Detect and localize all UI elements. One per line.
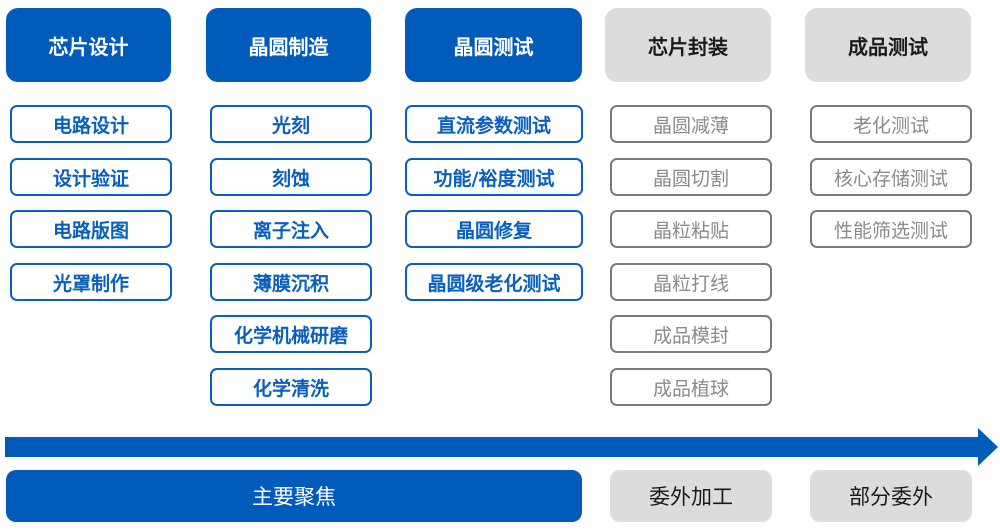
stage-header-wafer-fab: 晶圆制造 bbox=[206, 8, 371, 82]
step-thin-film: 薄膜沉积 bbox=[210, 263, 372, 301]
process-flow-arrow bbox=[5, 437, 981, 457]
step-burn-in-test: 老化测试 bbox=[810, 105, 972, 143]
step-wafer-burn-in: 晶圆级老化测试 bbox=[405, 263, 583, 301]
step-design-verification: 设计验证 bbox=[10, 158, 172, 196]
step-wafer-thinning: 晶圆减薄 bbox=[610, 105, 772, 143]
main-focus-bar: 主要聚焦 bbox=[6, 470, 582, 522]
step-circuit-design: 电路设计 bbox=[10, 105, 172, 143]
step-molding: 成品模封 bbox=[610, 315, 772, 353]
step-core-storage-test: 核心存储测试 bbox=[810, 158, 972, 196]
stage-header-chip-packaging: 芯片封装 bbox=[605, 8, 771, 82]
right-arrow-icon bbox=[978, 428, 998, 466]
stage-header-chip-design: 芯片设计 bbox=[6, 8, 171, 82]
outsourced-bar: 委外加工 bbox=[610, 470, 772, 522]
step-dc-param-test: 直流参数测试 bbox=[405, 105, 583, 143]
stage-header-wafer-test: 晶圆测试 bbox=[405, 8, 582, 82]
step-wafer-dicing: 晶圆切割 bbox=[610, 158, 772, 196]
step-function-margin-test: 功能/裕度测试 bbox=[405, 158, 583, 196]
step-circuit-layout: 电路版图 bbox=[10, 210, 172, 248]
step-etching: 刻蚀 bbox=[210, 158, 372, 196]
stage-header-final-test: 成品测试 bbox=[805, 8, 971, 82]
step-wire-bond: 晶粒打线 bbox=[610, 263, 772, 301]
step-ball-mount: 成品植球 bbox=[610, 368, 772, 406]
step-cmp: 化学机械研磨 bbox=[210, 315, 372, 353]
step-lithography: 光刻 bbox=[210, 105, 372, 143]
partial-outsourced-bar: 部分委外 bbox=[810, 470, 972, 522]
step-ion-implant: 离子注入 bbox=[210, 210, 372, 248]
step-performance-screen-test: 性能筛选测试 bbox=[810, 210, 972, 248]
step-chemical-clean: 化学清洗 bbox=[210, 368, 372, 406]
step-die-attach: 晶粒粘贴 bbox=[610, 210, 772, 248]
step-wafer-repair: 晶圆修复 bbox=[405, 210, 583, 248]
step-photomask: 光罩制作 bbox=[10, 263, 172, 301]
